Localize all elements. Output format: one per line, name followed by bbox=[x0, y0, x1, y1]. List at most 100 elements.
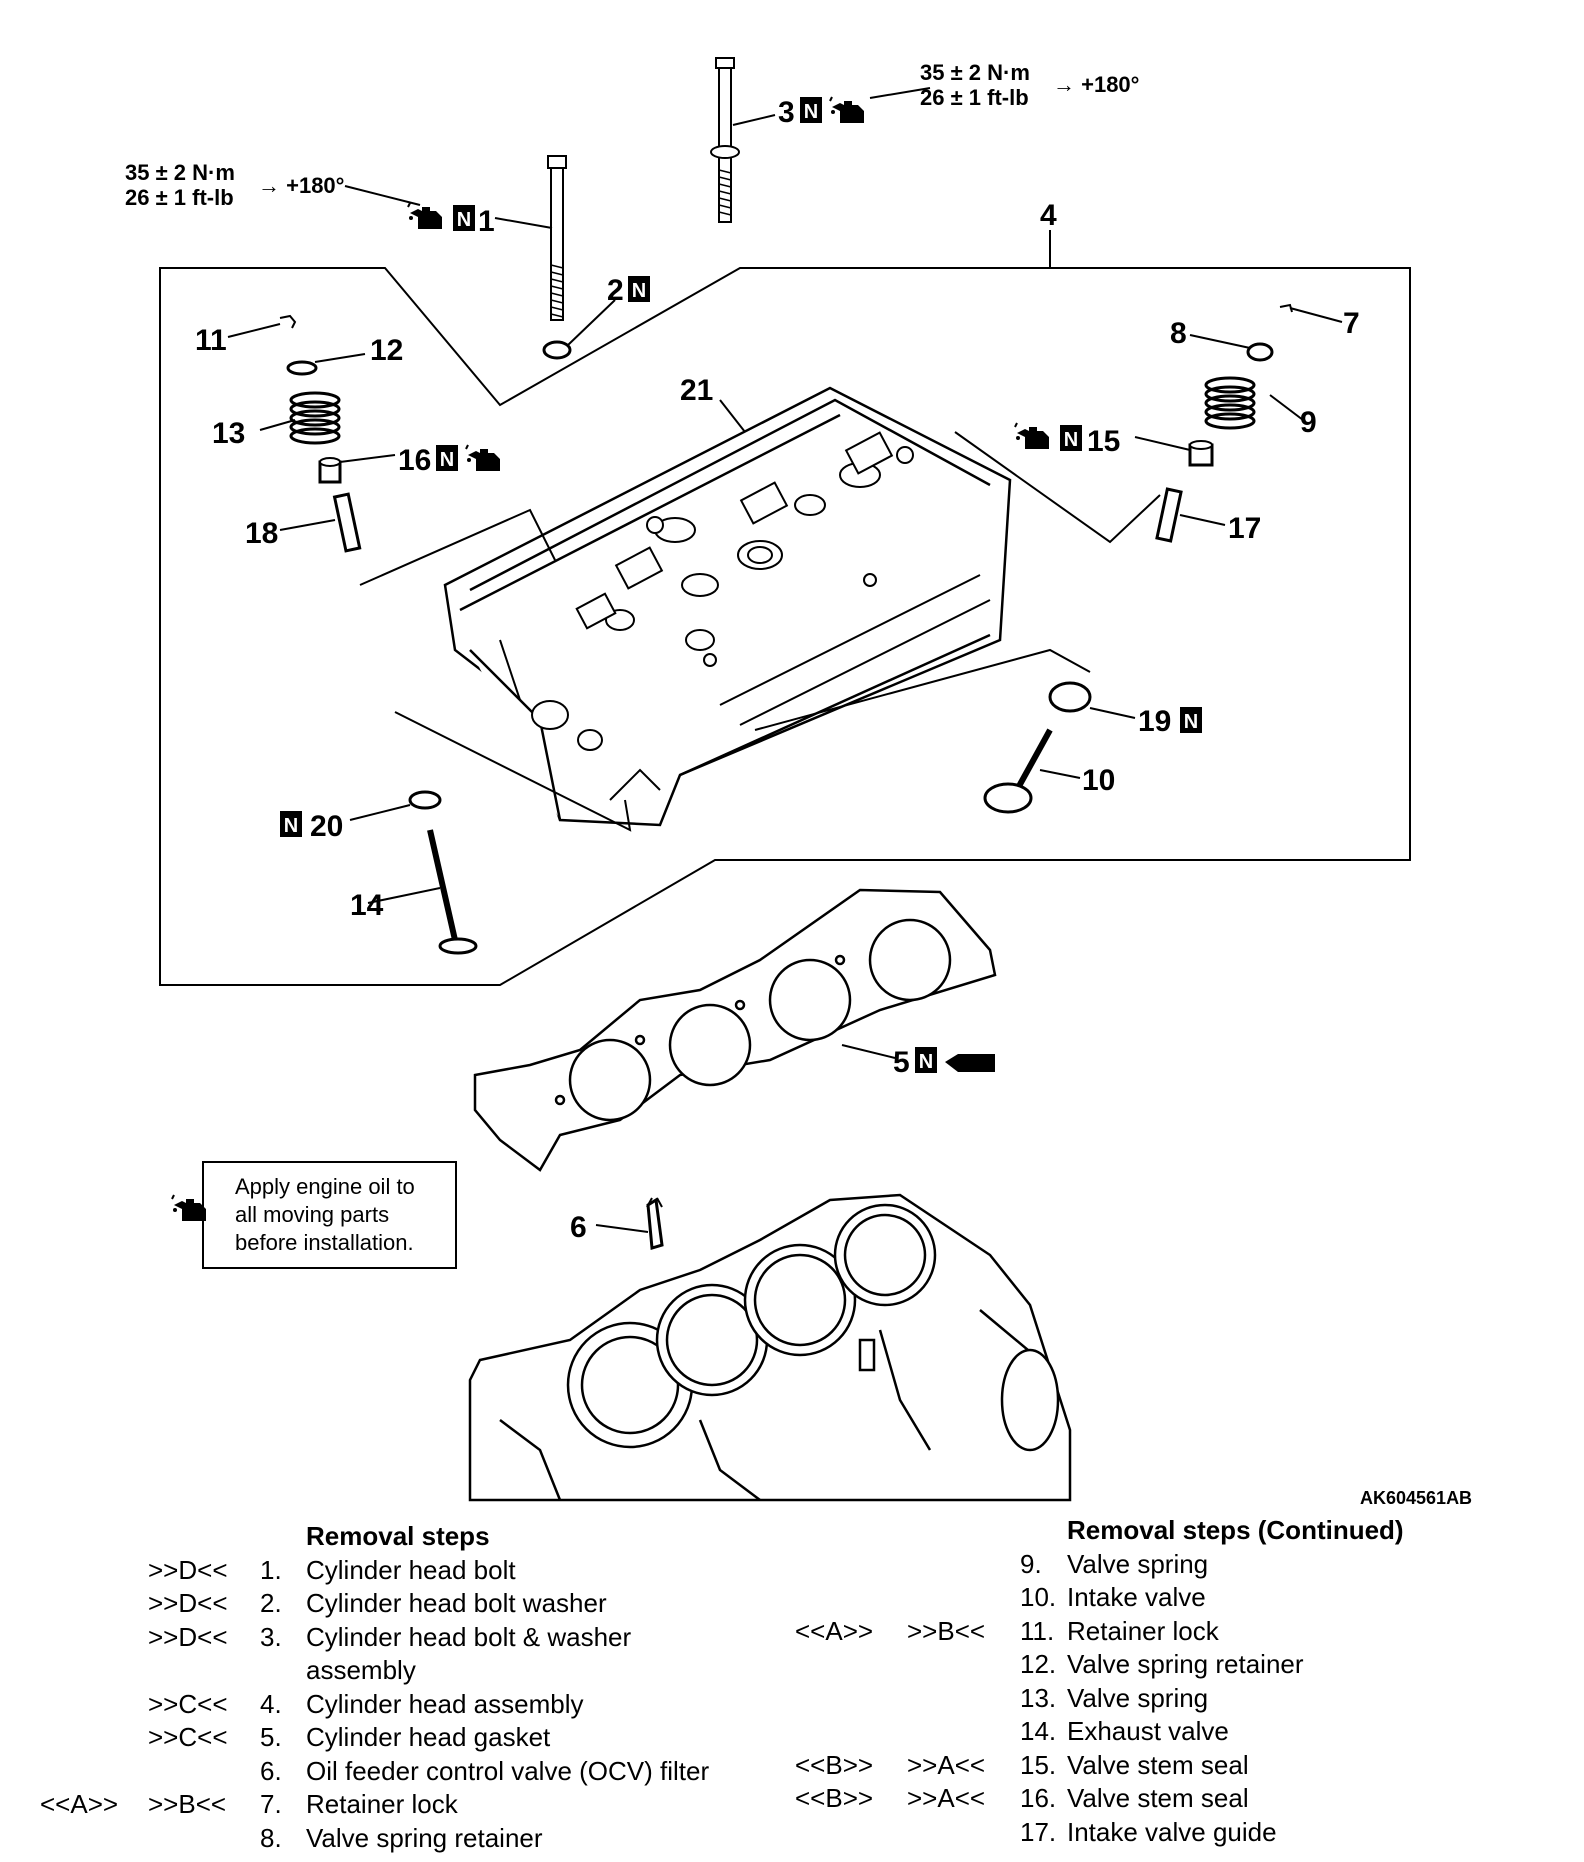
step-row: 12. Valve spring retainer bbox=[795, 1648, 1555, 1682]
step-name: Valve spring retainer bbox=[1067, 1649, 1304, 1679]
step-number: 12. bbox=[1020, 1649, 1057, 1679]
step-row: >>D<<3.Cylinder head bolt & washer bbox=[40, 1621, 760, 1655]
svg-text:N: N bbox=[919, 1051, 933, 1073]
new-part-mark: N bbox=[280, 811, 302, 837]
oil-note-line3: before installation. bbox=[235, 1230, 414, 1255]
step-name: Oil feeder control valve (OCV) filter bbox=[306, 1755, 710, 1786]
sealant-tube-icon bbox=[945, 1054, 995, 1072]
new-part-mark: N bbox=[436, 445, 458, 471]
cylinder-head bbox=[443, 386, 1012, 827]
step-row: >>C<< 5. Cylinder head gasket bbox=[40, 1721, 760, 1755]
step-number: 6. bbox=[260, 1755, 282, 1786]
step-name: Cylinder head gasket bbox=[306, 1722, 551, 1752]
callout-9: 9 bbox=[1300, 406, 1317, 439]
step-row-continuation: assembly bbox=[40, 1654, 760, 1688]
step-row: 9. Valve spring bbox=[795, 1548, 1555, 1582]
step-number: 7. bbox=[260, 1789, 282, 1819]
callout-6: 6 bbox=[570, 1211, 587, 1244]
step-row: 17.Intake valve guide bbox=[795, 1816, 1555, 1850]
removal-steps-continued-heading: Removal steps (Continued) bbox=[1067, 1515, 1404, 1545]
valve-stem-seal-15 bbox=[1188, 440, 1214, 467]
cylinder-block bbox=[468, 1193, 1072, 1502]
step-row: 14.Exhaust valve bbox=[795, 1715, 1555, 1749]
callout-5: 5 bbox=[893, 1046, 910, 1079]
step-name-continued: assembly bbox=[306, 1655, 416, 1685]
bolt3-torque-angle: → +180° bbox=[1053, 72, 1139, 97]
step-row: <<B>>>>A<<16.Valve stem seal bbox=[795, 1782, 1555, 1816]
exhaust-valve-guide-18 bbox=[332, 492, 362, 553]
step-row: >>D<<2.Cylinder head bolt washer bbox=[40, 1587, 760, 1621]
removal-ref: >>A<< bbox=[907, 1749, 986, 1780]
callout-19: 19 bbox=[1138, 705, 1171, 738]
callout-13: 13 bbox=[212, 417, 245, 450]
step-number: 15. bbox=[1020, 1749, 1057, 1780]
svg-text:N: N bbox=[440, 449, 454, 471]
removal-ref: >>D<< bbox=[148, 1621, 228, 1652]
oil-note-line2: all moving parts bbox=[235, 1202, 389, 1227]
ocv-filter-6 bbox=[646, 1197, 664, 1250]
retainer-lock-11 bbox=[279, 314, 297, 329]
step-row: 6. Oil feeder control valve (OCV) filter bbox=[40, 1755, 760, 1789]
step-name: Valve stem seal bbox=[1067, 1749, 1249, 1780]
callout-16: 16 bbox=[398, 444, 431, 477]
callout-21: 21 bbox=[680, 374, 713, 407]
removal-ref: >>B<< bbox=[148, 1789, 227, 1819]
oil-note-line1: Apply engine oil to bbox=[235, 1174, 415, 1199]
callout-20: 20 bbox=[310, 810, 343, 843]
valve-stem-seal-19 bbox=[1048, 681, 1092, 713]
oil-can-icon bbox=[407, 202, 443, 230]
cylinder-head-group-frame bbox=[159, 267, 1411, 986]
intake-valve-guide-17 bbox=[1155, 487, 1183, 543]
step-row: >>D<<1.Cylinder head bolt bbox=[40, 1554, 760, 1588]
svg-text:N: N bbox=[804, 101, 818, 123]
step-row: 13.Valve spring bbox=[795, 1682, 1555, 1716]
bolt3-torque-ftlb: 26 ± 1 ft-lb bbox=[920, 85, 1029, 110]
install-ref: <<A>> bbox=[40, 1789, 119, 1819]
cylinder-head-gasket-5 bbox=[473, 888, 997, 1172]
removal-steps-heading: Removal steps bbox=[306, 1521, 490, 1551]
bolt1-torque-ftlb: 26 ± 1 ft-lb bbox=[125, 185, 234, 210]
svg-text:N: N bbox=[284, 815, 298, 837]
removal-steps-continued-list: Removal steps (Continued) 9. Valve spring… bbox=[795, 1514, 1555, 1849]
callout-15: 15 bbox=[1087, 425, 1120, 458]
svg-text:N: N bbox=[1184, 711, 1198, 733]
callout-11: 11 bbox=[195, 324, 227, 357]
step-name: Exhaust valve bbox=[1067, 1716, 1229, 1746]
step-name: Intake valve bbox=[1067, 1582, 1206, 1612]
step-row: <<A>>>>B<<11.Retainer lock bbox=[795, 1615, 1555, 1649]
step-name: Valve stem seal bbox=[1067, 1783, 1249, 1813]
intake-valve-10 bbox=[983, 728, 1053, 814]
step-row: <<B>>>>A<<15.Valve stem seal bbox=[795, 1749, 1555, 1783]
oil-can-icon bbox=[171, 1194, 207, 1222]
svg-text:N: N bbox=[457, 209, 471, 231]
step-name: Cylinder head bolt washer bbox=[306, 1588, 607, 1618]
step-number: 10. bbox=[1020, 1582, 1057, 1612]
removal-ref: >>B<< bbox=[907, 1615, 986, 1646]
callout-1: 1 bbox=[478, 205, 495, 238]
step-name: Cylinder head bolt bbox=[306, 1554, 516, 1585]
step-name: Valve spring bbox=[1067, 1548, 1209, 1579]
new-part-mark: N bbox=[453, 205, 475, 231]
install-ref: <<B>> bbox=[795, 1783, 874, 1813]
step-name: Retainer lock bbox=[1067, 1615, 1219, 1646]
step-row: 8.Valve spring retainer bbox=[40, 1822, 760, 1856]
valve-spring-retainer-8 bbox=[1246, 342, 1274, 362]
oil-can-icon bbox=[465, 444, 501, 472]
valve-stem-seal-20 bbox=[408, 790, 442, 810]
step-number: 4. bbox=[260, 1688, 282, 1719]
removal-ref: >>C<< bbox=[148, 1722, 228, 1752]
removal-ref: >>D<< bbox=[148, 1588, 228, 1618]
install-ref: <<A>> bbox=[795, 1615, 874, 1646]
step-number: 9. bbox=[1020, 1548, 1042, 1579]
step-number: 5. bbox=[260, 1722, 282, 1752]
callout-7: 7 bbox=[1343, 307, 1360, 340]
figure-id: AK604561AB bbox=[1360, 1488, 1472, 1508]
callout-8: 8 bbox=[1170, 317, 1187, 350]
callout-18: 18 bbox=[245, 517, 278, 550]
step-name: Valve spring retainer bbox=[306, 1822, 543, 1853]
removal-ref: >>A<< bbox=[907, 1783, 986, 1813]
exploded-parts-diagram: N bbox=[125, 57, 1472, 1508]
step-number: 13. bbox=[1020, 1682, 1057, 1713]
step-row: >>C<<4.Cylinder head assembly bbox=[40, 1688, 760, 1722]
step-name: Retainer lock bbox=[306, 1789, 458, 1819]
